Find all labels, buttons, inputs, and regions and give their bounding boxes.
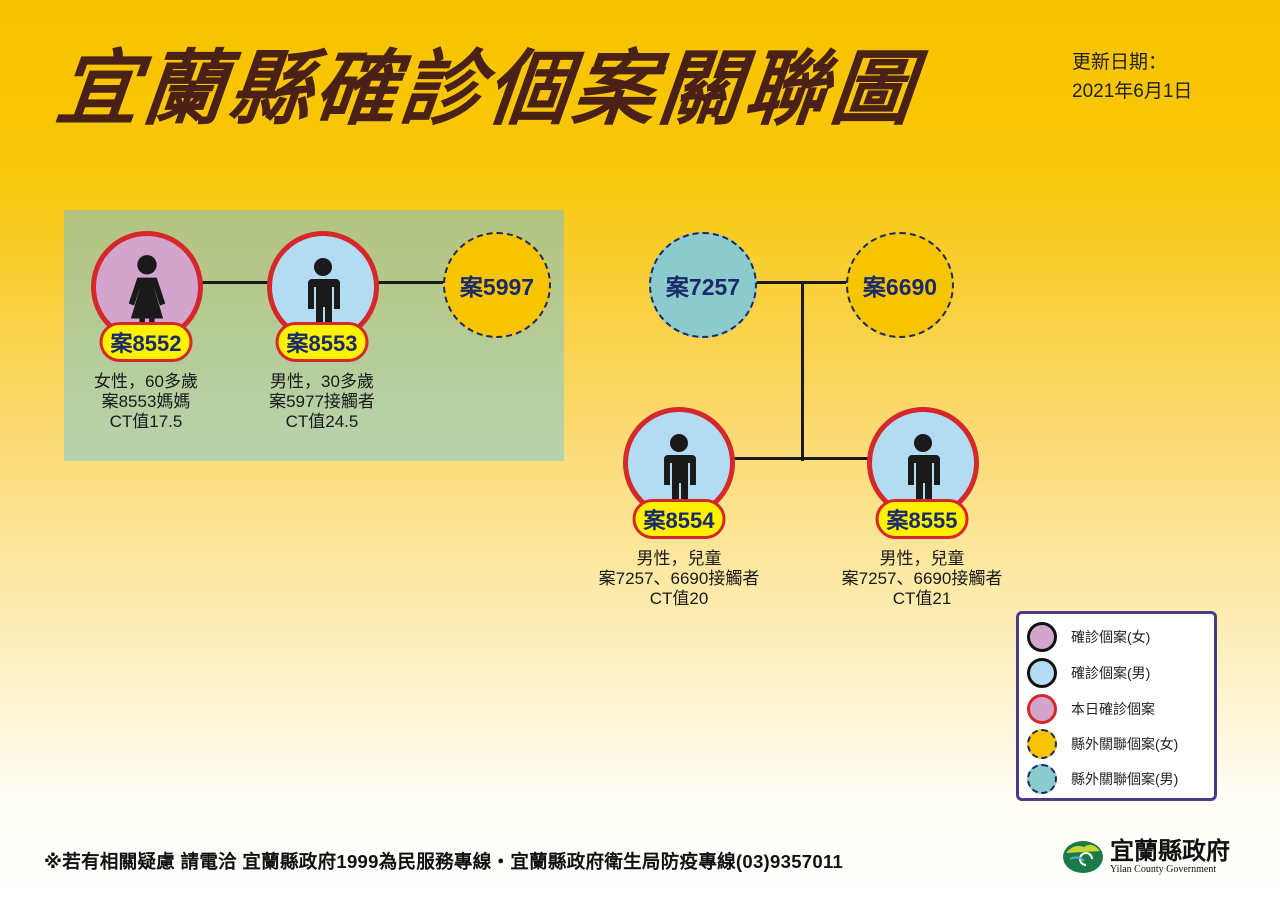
legend-label: 確診個案(男) (1071, 665, 1151, 681)
legend-swatch-icon (1027, 764, 1057, 794)
desc-line: CT值17.5 (109, 412, 183, 431)
case-label-8553: 案8553 (275, 322, 369, 362)
desc-line: 男性，兒童 (636, 549, 722, 568)
legend-item: 本日確診個案 (1027, 694, 1155, 724)
desc-line: CT值21 (892, 589, 952, 608)
case-node-7257: 案7257 (649, 232, 757, 338)
desc-line: 女性，60多歲 (94, 372, 198, 391)
case-label-8554: 案8554 (632, 499, 726, 539)
update-info: 更新日期： 2021年6月1日 (1072, 48, 1192, 106)
case-desc-8553: 男性，30多歲 案5977接觸者 CT值24.5 (269, 372, 375, 432)
legend-item: 縣外關聯個案(男) (1027, 764, 1178, 794)
yilan-gov-logo: 宜蘭縣政府 Yilan County Government (1062, 838, 1230, 875)
desc-line: 案7257、6690接觸者 (841, 569, 1003, 588)
yilan-emblem-icon (1063, 840, 1103, 873)
connector-line (376, 281, 446, 284)
legend: 確診個案(女) 確診個案(男) 本日確診個案 縣外關聯個案(女) 縣外關聯個案(… (1016, 611, 1217, 801)
update-label: 更新日期： (1072, 52, 1168, 73)
legend-item: 縣外關聯個案(女) (1027, 729, 1178, 759)
case-label-8555: 案8555 (875, 499, 969, 539)
update-date: 2021年6月1日 (1072, 81, 1193, 102)
case-desc-8555: 男性，兒童 案7257、6690接觸者 CT值21 (842, 549, 1003, 609)
legend-item: 確診個案(男) (1027, 658, 1150, 688)
legend-label: 縣外關聯個案(男) (1071, 771, 1179, 787)
connector-line (200, 281, 270, 284)
desc-line: CT值24.5 (285, 412, 359, 431)
case-desc-8552: 女性，60多歲 案8553媽媽 CT值17.5 (94, 372, 198, 432)
case-label-7257: 案7257 (665, 274, 741, 300)
connector-line (801, 281, 804, 461)
connector-line (730, 457, 870, 460)
legend-label: 縣外關聯個案(女) (1071, 736, 1179, 752)
case-desc-8554: 男性，兒童 案7257、6690接觸者 CT值20 (599, 549, 760, 609)
desc-line: 案7257、6690接觸者 (598, 569, 760, 588)
logo-name: 宜蘭縣政府 (1110, 836, 1230, 865)
legend-swatch-icon (1027, 694, 1057, 724)
page-title: 宜蘭縣確診個案關聯圖 (52, 42, 923, 137)
case-label-6690: 案6690 (862, 274, 938, 300)
legend-label: 確診個案(女) (1071, 629, 1151, 645)
legend-swatch-icon (1027, 622, 1057, 652)
logo-english: Yilan County Government (1110, 864, 1217, 875)
legend-swatch-icon (1027, 729, 1057, 759)
footer-hotline: ※若有相關疑慮 請電洽 宜蘭縣政府1999為民服務專線・宜蘭縣政府衛生局防疫專線… (44, 851, 844, 872)
desc-line: 男性，30多歲 (270, 372, 374, 391)
desc-line: 案8553媽媽 (101, 392, 191, 411)
case-node-5997: 案5997 (443, 232, 551, 338)
desc-line: CT值20 (649, 589, 709, 608)
legend-item: 確診個案(女) (1027, 622, 1150, 652)
case-label-5997: 案5997 (459, 274, 535, 300)
legend-label: 本日確診個案 (1071, 701, 1155, 717)
desc-line: 男性，兒童 (879, 549, 965, 568)
legend-swatch-icon (1027, 658, 1057, 688)
desc-line: 案5977接觸者 (269, 392, 375, 411)
case-label-8552: 案8552 (99, 322, 193, 362)
case-node-6690: 案6690 (846, 232, 954, 338)
